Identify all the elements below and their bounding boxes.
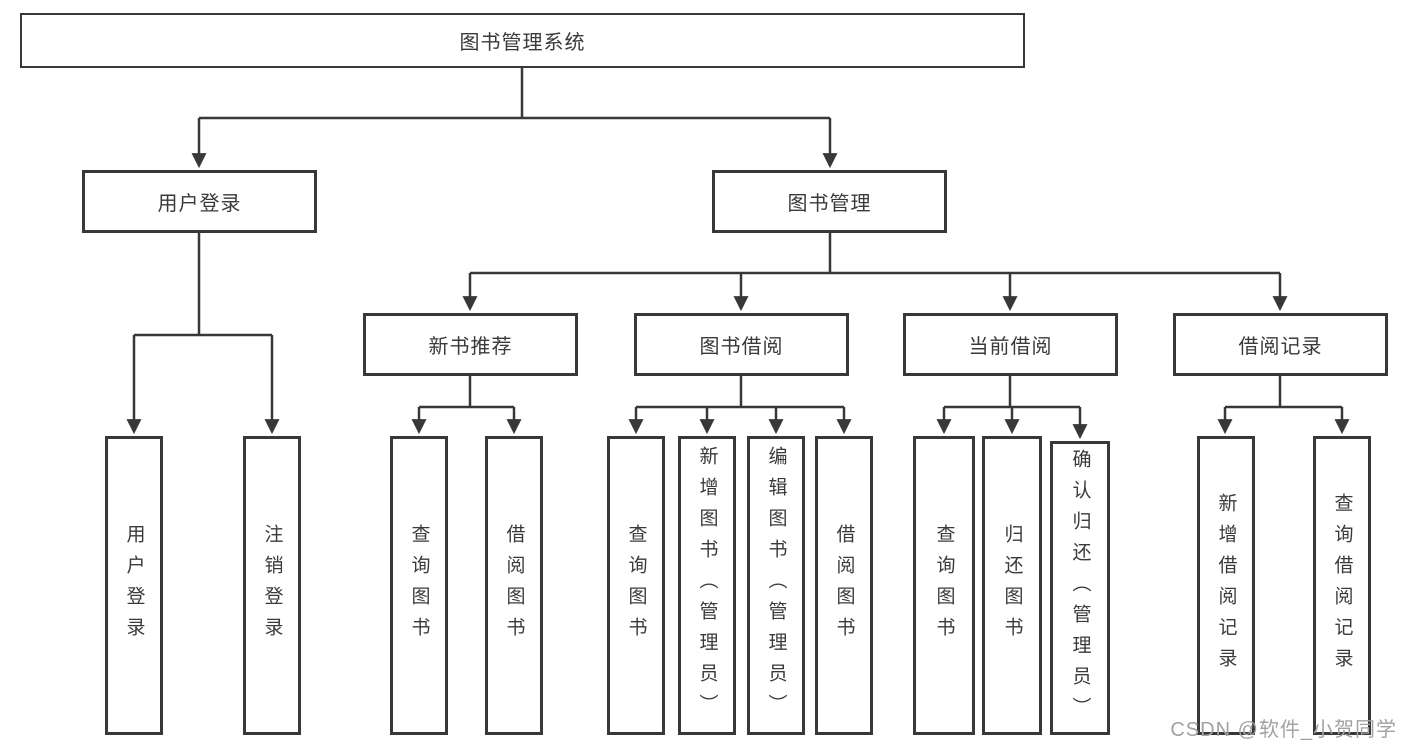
leaf-logout: 注销登录 — [243, 436, 301, 735]
leaf-query-books-borrow: 查询图书 — [607, 436, 665, 735]
leaf-borrow-books: 借阅图书 — [815, 436, 873, 735]
leaf-borrow-books-recommend: 借阅图书 — [485, 436, 543, 735]
leaf-query-books-current: 查询图书 — [913, 436, 975, 735]
leaf-edit-book-admin: 编辑图书（管理员） — [747, 436, 805, 735]
leaf-query-books-recommend: 查询图书 — [390, 436, 448, 735]
node-current-borrowing: 当前借阅 — [903, 313, 1118, 376]
node-new-book-recommend: 新书推荐 — [363, 313, 578, 376]
leaf-add-book-admin: 新增图书（管理员） — [678, 436, 736, 735]
node-book-management: 图书管理 — [712, 170, 947, 233]
leaf-user-login: 用户登录 — [105, 436, 163, 735]
leaf-add-borrow-record: 新增借阅记录 — [1197, 436, 1255, 735]
leaf-query-borrow-record: 查询借阅记录 — [1313, 436, 1371, 735]
node-book-borrowing: 图书借阅 — [634, 313, 849, 376]
leaf-return-book: 归还图书 — [982, 436, 1042, 735]
leaf-confirm-return-admin: 确认归还（管理员） — [1050, 441, 1110, 735]
node-book-management-system: 图书管理系统 — [20, 13, 1025, 68]
node-user-login: 用户登录 — [82, 170, 317, 233]
node-borrowing-records: 借阅记录 — [1173, 313, 1388, 376]
watermark: CSDN @软件_小贺同学 — [1170, 719, 1397, 741]
